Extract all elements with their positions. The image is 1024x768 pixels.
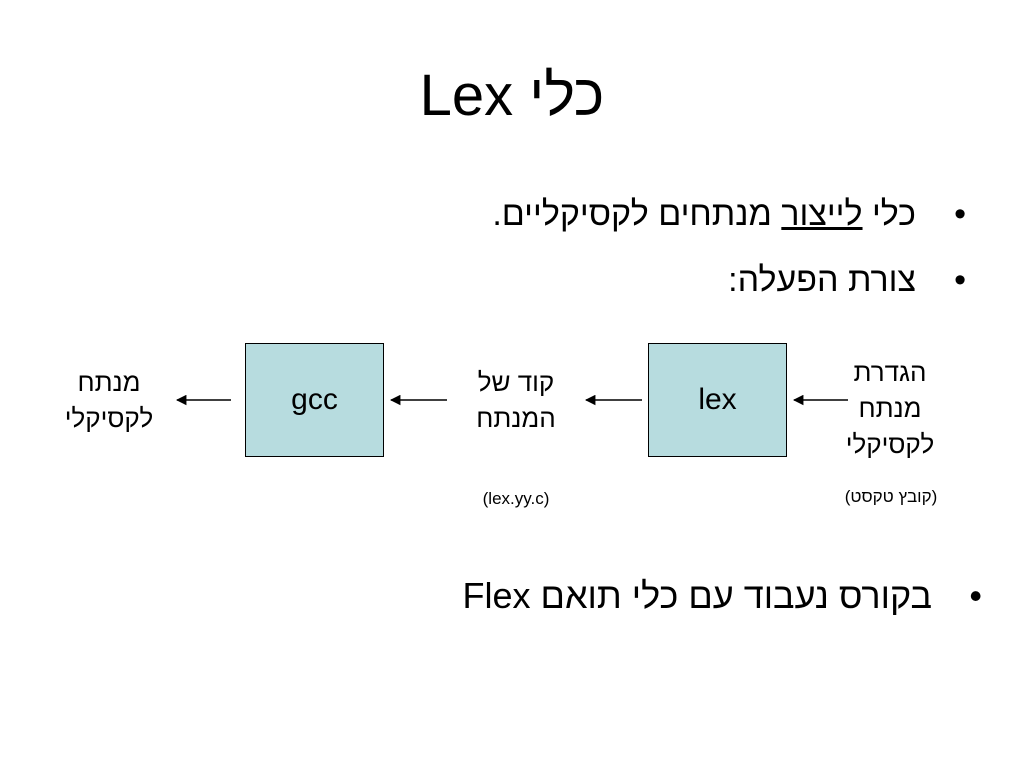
generated-code-label-line-1: קוד של [477, 367, 555, 397]
bullet-text: צורת הפעלה: [728, 261, 916, 299]
definition-label: הגדרת מנתח לקסיקלי [820, 354, 960, 462]
bullet-text-end: מנתחים לקסיקליים. [492, 195, 782, 233]
bullet-text-start: כלי [862, 195, 916, 233]
text-file-note: (קובץ טקסט) [844, 487, 938, 506]
definition-label-line-2: מנתח [858, 393, 922, 423]
bullet-dot: • [954, 195, 966, 233]
gcc-box: gcc [245, 343, 384, 457]
generated-code-label-line-2: המנתח [476, 403, 556, 433]
bullet-underlined-word: לייצור [781, 195, 863, 233]
output-label: מנתח לקסיקלי [44, 364, 174, 436]
bullet-usage: • צורת הפעלה: [728, 258, 966, 302]
bullet-dot: • [954, 261, 966, 299]
bullet-flex: • בקורס נעבוד עם כלי תואם Flex [463, 574, 982, 618]
slide-title: כלי Lex [419, 63, 605, 128]
output-label-line-1: מנתח [77, 367, 141, 397]
generated-file-note: (lex.yy.c) [482, 489, 550, 508]
generated-code-label: קוד של המנתח [452, 364, 580, 436]
bullet-text: בקורס נעבוד עם כלי תואם Flex [462, 575, 932, 616]
definition-label-line-3: לקסיקלי [845, 429, 935, 459]
bullet-tool-purpose: • כלי לייצור מנתחים לקסיקליים. [492, 192, 966, 236]
lex-box: lex [648, 343, 787, 457]
bullet-dot: • [969, 575, 982, 616]
output-label-line-2: לקסיקלי [64, 403, 154, 433]
definition-label-line-1: הגדרת [853, 357, 927, 387]
